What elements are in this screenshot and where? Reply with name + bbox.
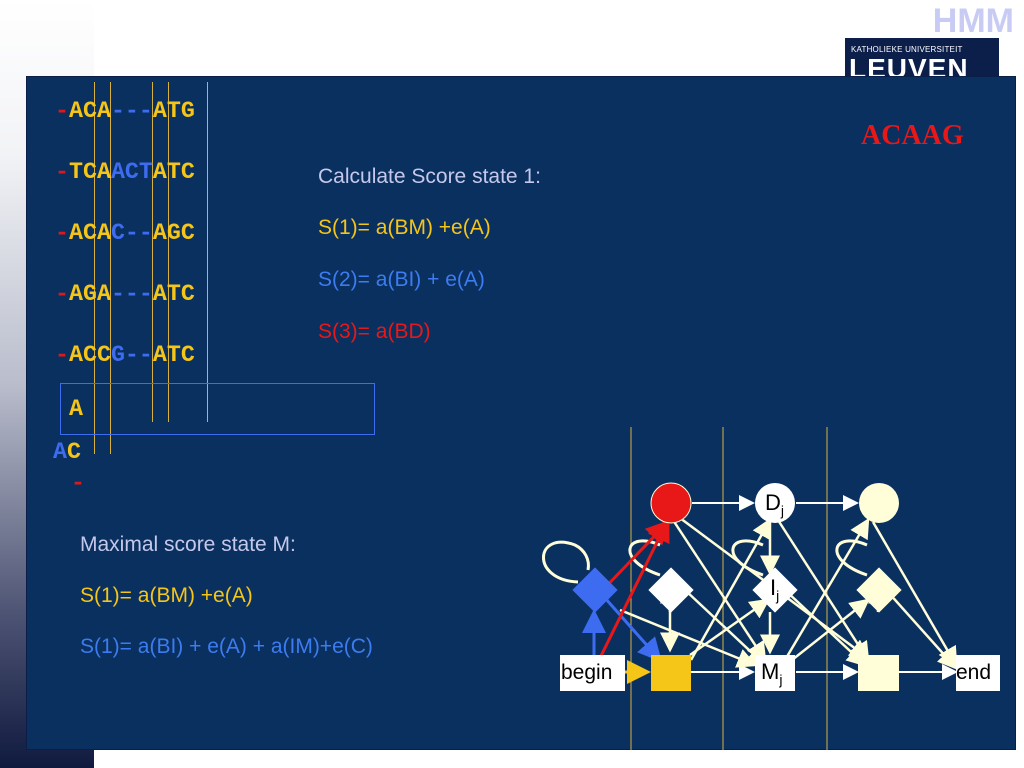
insert-state-1 (648, 567, 694, 613)
alignment-row: -AGA---ATC (55, 281, 195, 307)
score-s2: S(2)= a(BI) + e(A) (318, 268, 485, 291)
blue-transitions (582, 597, 662, 663)
logo-top-text: KATHOLIEKE UNIVERSITEIT (851, 45, 963, 54)
end-label: end (956, 661, 992, 684)
horizontal-transitions (691, 495, 958, 680)
match-state-3 (858, 655, 899, 691)
gap-symbol: - (71, 470, 85, 496)
university-logo: KATHOLIEKE UNIVERSITEIT LEUVEN (845, 38, 999, 76)
logo-main-text: LEUVEN (849, 53, 969, 77)
end-state (956, 655, 1000, 691)
delete-state-j (755, 483, 795, 523)
alignment-row: -ACCG--ATC (55, 342, 195, 368)
alignment-row: -ACA---ATG (55, 98, 195, 124)
max-score-line1: S(1)= a(BM) +e(A) (80, 584, 253, 607)
delete-state-1 (650, 482, 692, 524)
insert-state-0 (572, 567, 618, 613)
match-state-label: Mj (761, 659, 783, 688)
score-heading: Calculate Score state 1: (318, 165, 541, 188)
partial-sequence: AC (53, 439, 81, 465)
begin-label: begin (561, 661, 613, 684)
content-panel (26, 76, 1016, 750)
delete-state-3 (859, 483, 899, 523)
slide-title: HMM (932, 2, 1014, 40)
match-state-1 (651, 655, 691, 691)
max-score-heading: Maximal score state M: (80, 533, 296, 556)
column-divider (168, 82, 169, 422)
column-divider (94, 82, 95, 454)
begin-state (560, 655, 625, 691)
score-s3: S(3)= a(BD) (318, 320, 431, 343)
score-s1: S(1)= a(BM) +e(A) (318, 216, 491, 239)
alignment-row: -TCAACTATC (55, 159, 195, 185)
insert-state-3 (856, 567, 902, 613)
column-divider (152, 82, 153, 422)
insert-state-label: Ij (770, 575, 780, 604)
input-letter: A (69, 396, 83, 422)
column-divider (207, 82, 208, 422)
alignment-row: -ACAC--AGC (55, 220, 195, 246)
column-divider (110, 82, 111, 454)
match-state-j (755, 655, 795, 691)
cross-transitions (619, 516, 958, 670)
insert-state-j (752, 567, 798, 613)
input-sequence-box (60, 383, 375, 435)
delete-state-label: Dj (765, 490, 785, 519)
target-sequence: ACAAG (861, 120, 964, 151)
max-score-line2: S(1)= a(BI) + e(A) + a(IM)+e(C) (80, 635, 373, 658)
